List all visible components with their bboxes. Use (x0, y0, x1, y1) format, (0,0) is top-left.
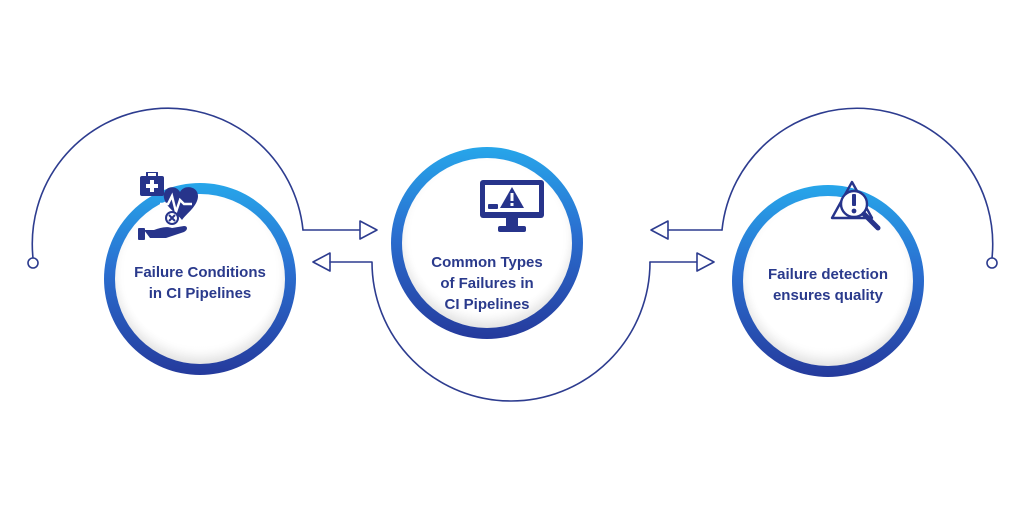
arrowhead-right-1 (359, 220, 378, 240)
step-1-label-line-1: Failure Conditions (134, 264, 266, 281)
step-node-1-face (115, 194, 285, 364)
end-dot (986, 257, 998, 269)
arrowhead-left-1 (312, 252, 331, 272)
step-node-2 (391, 147, 583, 339)
arrowhead-right-2 (696, 252, 715, 272)
step-1-label: Failure Conditions in CI Pipelines (104, 262, 296, 304)
step-2-label-line-3: CI Pipelines (444, 296, 530, 313)
step-2-label-line-2: of Failures in (440, 275, 534, 292)
step-node-3 (732, 185, 924, 377)
arc-center (329, 261, 651, 402)
monitor-warning-icon (480, 180, 544, 232)
step-3-label-line-1: Failure detection (767, 266, 889, 283)
arc-right (721, 107, 994, 259)
magnifier-warning-icon (830, 180, 881, 231)
step-node-1 (104, 183, 296, 375)
arrowhead-left-2 (650, 220, 669, 240)
arc-left (31, 107, 304, 259)
step-2-label-line-1: Common Types (431, 254, 543, 271)
step-3-label-line-2: ensures quality (772, 287, 884, 304)
step-2-label: Common Types of Failures in CI Pipelines (367, 252, 607, 315)
step-3-label: Failure detection ensures quality (702, 264, 954, 306)
step-node-3-face (743, 196, 913, 366)
start-dot (27, 257, 39, 269)
step-1-label-line-2: in CI Pipelines (148, 285, 252, 302)
heart-health-hand-icon (138, 172, 198, 240)
